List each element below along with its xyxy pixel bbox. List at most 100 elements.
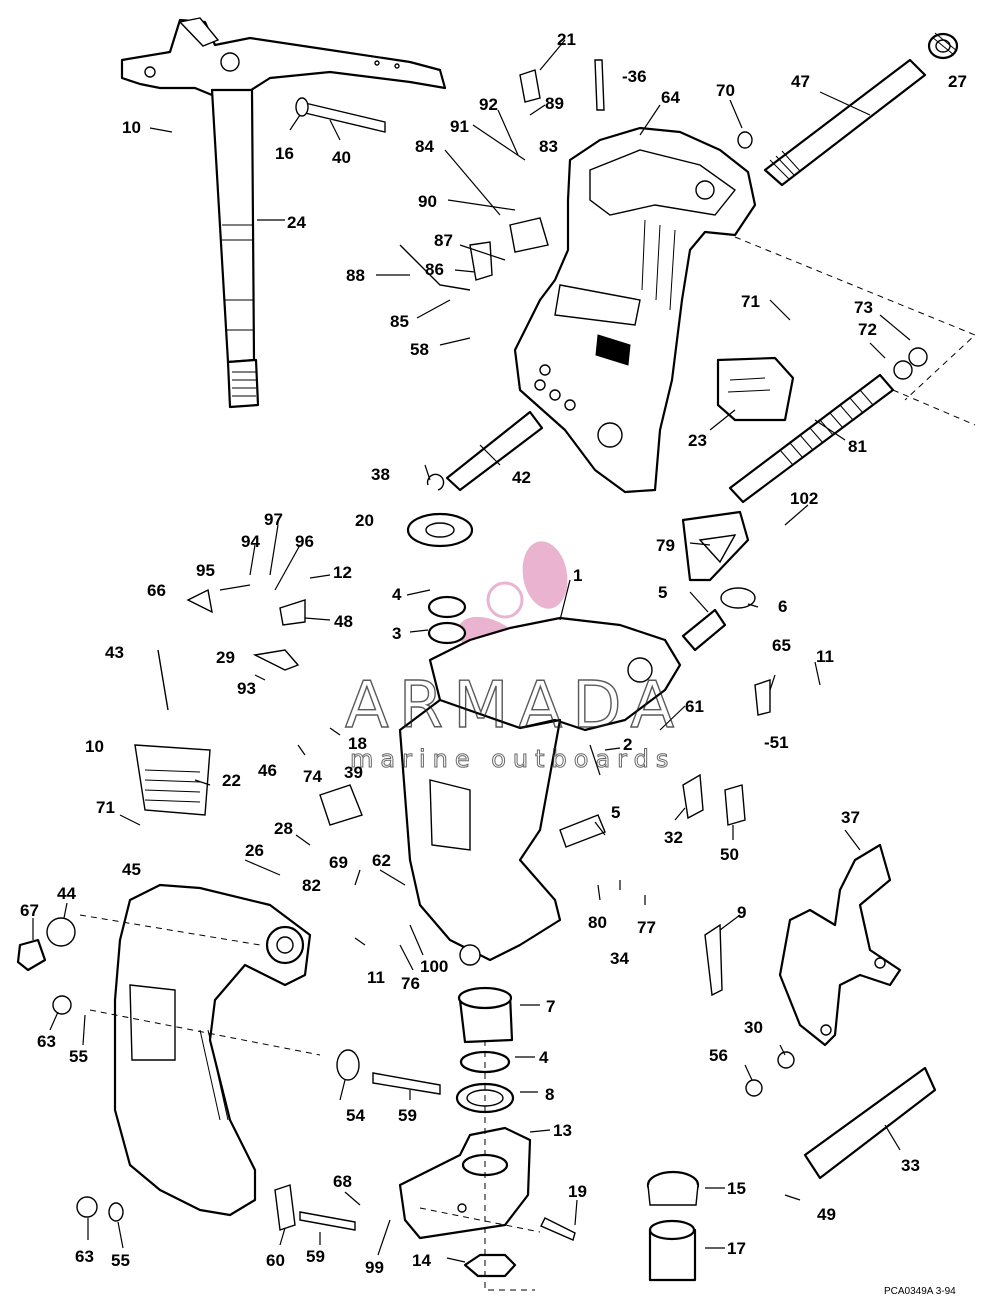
callout-9: 9 bbox=[737, 903, 746, 922]
callout-60: 60 bbox=[266, 1251, 285, 1270]
callout-5: 5 bbox=[658, 583, 667, 602]
callout-4: 4 bbox=[392, 585, 402, 604]
callout-48: 48 bbox=[334, 612, 353, 631]
callout-61: 61 bbox=[685, 697, 704, 716]
callout-18: 18 bbox=[348, 734, 367, 753]
watermark-tagline: marine outboards bbox=[350, 745, 675, 773]
callout-64: 64 bbox=[661, 88, 680, 107]
callout-87: 87 bbox=[434, 231, 453, 250]
callout-79: 79 bbox=[656, 536, 675, 555]
callout-13: 13 bbox=[553, 1121, 572, 1140]
callout-80: 80 bbox=[588, 913, 607, 932]
callout-23: 23 bbox=[688, 431, 707, 450]
callout-labels: 1 2 3 4 4 5 5 6 7 8 9 10 10 11 11 12 13 … bbox=[20, 30, 967, 1277]
callout-11: 11 bbox=[367, 968, 385, 987]
stern-bracket-center bbox=[398, 595, 682, 966]
steering-shaft-assembly bbox=[120, 17, 447, 409]
callout-3: 3 bbox=[392, 624, 401, 643]
callout-85: 85 bbox=[390, 312, 409, 331]
callout-73: 73 bbox=[854, 298, 873, 317]
callout-62: 62 bbox=[372, 851, 391, 870]
small-brackets bbox=[681, 356, 795, 582]
callout-65: 65 bbox=[772, 636, 791, 655]
callout-11: 11 bbox=[816, 647, 834, 666]
callout-100: 100 bbox=[420, 957, 448, 976]
callout-76: 76 bbox=[401, 974, 420, 993]
callout-2: 2 bbox=[623, 735, 632, 754]
callout-33: 33 bbox=[901, 1156, 920, 1175]
swivel-bracket bbox=[513, 126, 757, 494]
callout-46: 46 bbox=[258, 761, 277, 780]
drawing-code: PCA0349A 3-94 bbox=[884, 1286, 956, 1297]
callout-55: 55 bbox=[111, 1251, 130, 1270]
callout-24: 24 bbox=[287, 213, 306, 232]
callout-26: 26 bbox=[245, 841, 264, 860]
callout-20: 20 bbox=[355, 511, 374, 530]
callout-86: 86 bbox=[425, 260, 444, 279]
callout-8: 8 bbox=[545, 1085, 554, 1104]
callout-38: 38 bbox=[371, 465, 390, 484]
callout-10: 10 bbox=[122, 118, 141, 137]
callout-10: 10 bbox=[85, 737, 104, 756]
lower-parts bbox=[398, 986, 937, 1282]
callout-82: 82 bbox=[302, 876, 321, 895]
spacer-tube-washer bbox=[406, 410, 544, 548]
stern-bracket-left bbox=[113, 883, 312, 1217]
callout-39: 39 bbox=[344, 763, 363, 782]
callout-29: 29 bbox=[216, 648, 235, 667]
callout-34: 34 bbox=[610, 949, 629, 968]
callout-95: 95 bbox=[196, 561, 215, 580]
callout-67: 67 bbox=[20, 901, 39, 920]
callout-32: 32 bbox=[664, 828, 683, 847]
callout-36: -36 bbox=[622, 67, 647, 86]
swivel-tube bbox=[763, 32, 959, 187]
callout-44: 44 bbox=[57, 884, 76, 903]
callout-74: 74 bbox=[303, 767, 322, 786]
callout-63: 63 bbox=[75, 1247, 94, 1266]
callout-4: 4 bbox=[539, 1048, 549, 1067]
assembly-lines bbox=[79, 236, 976, 1291]
callout-90: 90 bbox=[418, 192, 437, 211]
callout-45: 45 bbox=[122, 860, 141, 879]
callout-94: 94 bbox=[241, 532, 260, 551]
callout-58: 58 bbox=[410, 340, 429, 359]
callout-37: 37 bbox=[841, 808, 860, 827]
callout-27: 27 bbox=[948, 72, 967, 91]
leader-lines bbox=[32, 39, 911, 1263]
callout-93: 93 bbox=[237, 679, 256, 698]
callout-56: 56 bbox=[709, 1046, 728, 1065]
callout-96: 96 bbox=[295, 532, 314, 551]
callout-83: 83 bbox=[539, 137, 558, 156]
callout-6: 6 bbox=[778, 597, 787, 616]
callout-19: 19 bbox=[568, 1182, 587, 1201]
callout-22: 22 bbox=[222, 771, 241, 790]
callout-102: 102 bbox=[790, 489, 818, 508]
callout-16: 16 bbox=[275, 144, 294, 163]
callout-17: 17 bbox=[727, 1239, 746, 1258]
callout-92: 92 bbox=[479, 95, 498, 114]
callout-54: 54 bbox=[346, 1106, 365, 1125]
callout-55: 55 bbox=[69, 1047, 88, 1066]
callout-89: 89 bbox=[545, 94, 564, 113]
tilt-lever bbox=[778, 843, 902, 1047]
callout-68: 68 bbox=[333, 1172, 352, 1191]
callout-42: 42 bbox=[512, 468, 531, 487]
callout-14: 14 bbox=[412, 1251, 431, 1270]
watermark-text: ARMADA marine outboards bbox=[344, 668, 684, 773]
small-hardware bbox=[16, 59, 795, 1241]
watermark-brand: ARMADA bbox=[345, 669, 684, 743]
callout-1: 1 bbox=[573, 566, 582, 585]
callout-21: 21 bbox=[557, 30, 576, 49]
callout-28: 28 bbox=[274, 819, 293, 838]
callout-99: 99 bbox=[365, 1258, 384, 1277]
callout-50: 50 bbox=[720, 845, 739, 864]
callout-71: 71 bbox=[96, 798, 115, 817]
callout-15: 15 bbox=[727, 1179, 746, 1198]
callout-59: 59 bbox=[398, 1106, 417, 1125]
callout-91: 91 bbox=[450, 117, 469, 136]
callout-59: 59 bbox=[306, 1247, 325, 1266]
callout-97: 97 bbox=[264, 510, 283, 529]
callout-69: 69 bbox=[329, 853, 348, 872]
callout-71: 71 bbox=[741, 292, 760, 311]
callout-43: 43 bbox=[105, 643, 124, 662]
